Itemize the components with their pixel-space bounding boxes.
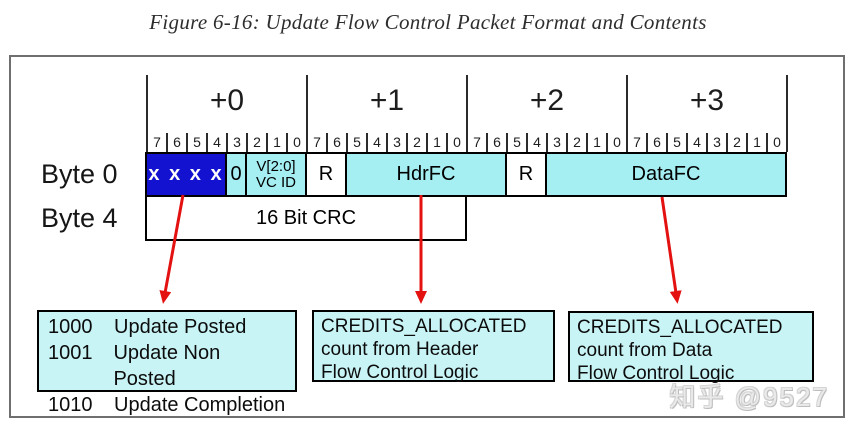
type-label: Update Posted xyxy=(114,316,247,338)
bit-number: 6 xyxy=(646,133,666,152)
bit-number: 0 xyxy=(286,133,306,152)
bit-number: 1 xyxy=(426,133,446,152)
type-label: Update Non Posted xyxy=(113,342,221,390)
bit-number: 3 xyxy=(386,133,406,152)
bit-number: 1 xyxy=(266,133,286,152)
bit-number: 1 xyxy=(586,133,606,152)
bit-number: 6 xyxy=(326,133,346,152)
field-reserved-1: R xyxy=(305,152,347,197)
bit-number: 3 xyxy=(546,133,566,152)
row-label-byte4: Byte 4 xyxy=(41,203,118,233)
field-hdrfc: HdrFC xyxy=(345,152,507,197)
byte-column-header: +2 xyxy=(466,75,626,133)
bit-number: 3 xyxy=(706,133,726,152)
note-line: count from Header xyxy=(321,339,479,360)
note-line: Flow Control Logic xyxy=(577,363,735,384)
watermark: 知乎 @9527 xyxy=(669,382,829,412)
note-line: 1001 Update Non Posted xyxy=(48,340,286,392)
bit-number: 4 xyxy=(206,133,226,152)
figure-caption: Figure 6-16: Update Flow Control Packet … xyxy=(149,10,707,34)
bit-number: 6 xyxy=(486,133,506,152)
field-reserved-2: R xyxy=(505,152,547,197)
bit-number: 4 xyxy=(526,133,546,152)
byte-column-header: +0 xyxy=(146,75,306,133)
field-datafc: DataFC xyxy=(545,152,787,197)
type-code: 1010 xyxy=(48,394,93,416)
bit-number: 0 xyxy=(606,133,626,152)
bit-number: 2 xyxy=(246,133,266,152)
field-type-code: x x x x xyxy=(145,152,227,197)
bit-number: 2 xyxy=(726,133,746,152)
note-line: count from Data xyxy=(577,340,713,361)
field-vc-id: V[2:0]VC ID xyxy=(245,152,307,197)
byte-column-header: +1 xyxy=(306,75,466,133)
bit-number: 2 xyxy=(566,133,586,152)
arrow-datafc xyxy=(660,196,682,304)
bit-number: 4 xyxy=(366,133,386,152)
bit-number: 4 xyxy=(686,133,706,152)
note-line: CREDITS_ALLOCATED xyxy=(577,317,783,338)
byte-header-row: +0+1+2+3 xyxy=(146,75,788,133)
field-zero-bit: 0 xyxy=(225,152,247,197)
type-label: Update Completion xyxy=(114,394,286,416)
bit-number: 0 xyxy=(446,133,466,152)
byte-column-header: +3 xyxy=(626,75,786,133)
type-code: 1001 xyxy=(48,342,93,364)
bit-number: 0 xyxy=(766,133,786,152)
bit-number: 5 xyxy=(346,133,366,152)
bit-number: 5 xyxy=(666,133,686,152)
bit-number: 1 xyxy=(746,133,766,152)
bit-number: 5 xyxy=(506,133,526,152)
bit-number: 7 xyxy=(146,133,166,152)
note-line: CREDITS_ALLOCATED xyxy=(321,316,527,337)
crc-field: 16 Bit CRC xyxy=(145,195,467,241)
bit-number: 3 xyxy=(226,133,246,152)
bit-number: 5 xyxy=(186,133,206,152)
note-line: Flow Control Logic xyxy=(321,362,479,383)
bit-number: 6 xyxy=(166,133,186,152)
bit-number: 7 xyxy=(626,133,646,152)
type-code: 1000 xyxy=(48,316,93,338)
bit-number: 2 xyxy=(406,133,426,152)
note-line: 1010 Update Completion xyxy=(48,392,286,418)
row-label-byte0: Byte 0 xyxy=(41,159,118,189)
note-line: 1000 Update Posted xyxy=(48,314,286,340)
bit-number: 7 xyxy=(466,133,486,152)
bit-number: 7 xyxy=(306,133,326,152)
